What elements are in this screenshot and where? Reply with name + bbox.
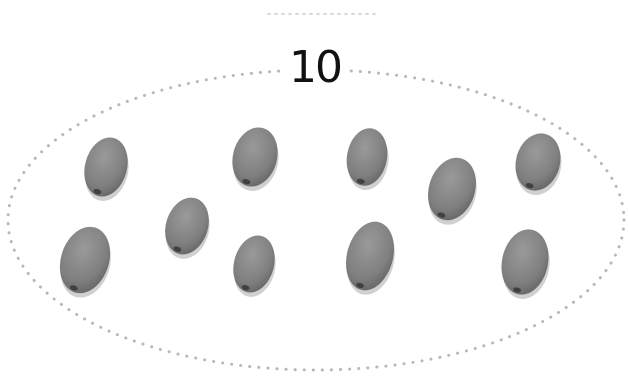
bean bbox=[50, 220, 120, 304]
bean-body bbox=[158, 192, 216, 260]
beans-group bbox=[50, 122, 568, 304]
bean-body bbox=[339, 216, 402, 296]
bean-body bbox=[509, 128, 567, 195]
bean-body bbox=[496, 225, 555, 299]
bean bbox=[225, 122, 286, 196]
bean bbox=[157, 192, 218, 265]
bean bbox=[226, 231, 283, 302]
bean-body bbox=[342, 125, 391, 189]
set-outline bbox=[8, 70, 624, 370]
bean bbox=[77, 133, 136, 206]
count-label: 10 bbox=[284, 42, 346, 94]
bean-body bbox=[52, 220, 119, 300]
bean bbox=[495, 225, 557, 303]
bean-body bbox=[226, 122, 284, 191]
bean-body bbox=[227, 231, 281, 297]
bean bbox=[338, 216, 404, 300]
bean bbox=[342, 125, 394, 193]
bean bbox=[419, 151, 486, 231]
bean bbox=[508, 128, 568, 200]
bean-body bbox=[420, 151, 484, 226]
bean-body bbox=[78, 133, 134, 202]
